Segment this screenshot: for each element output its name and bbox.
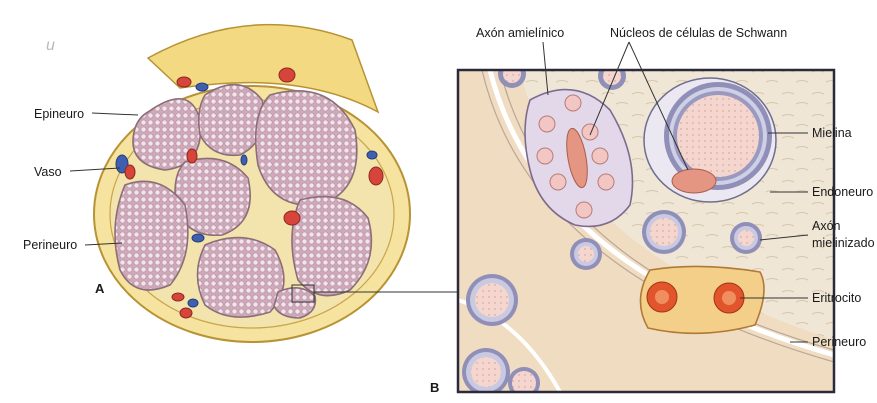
fascicle — [198, 238, 284, 318]
fascicle — [199, 85, 264, 156]
myelinated-axon — [466, 274, 518, 326]
vessel-vein — [367, 151, 377, 159]
vessel-artery — [369, 167, 383, 185]
myelinated-axon — [462, 348, 510, 396]
corner-pencil-mark: u — [46, 37, 55, 54]
myelinated-axon — [508, 367, 540, 399]
vessel-artery — [125, 165, 135, 179]
label-endoneuro: Endoneuro — [812, 185, 873, 199]
label-axon-mielinizado-2: mielinizado — [812, 236, 875, 250]
label-vaso: Vaso — [34, 165, 62, 179]
panel-letter-a: A — [95, 281, 105, 296]
label-perineuro-b: Perineuro — [812, 335, 866, 349]
myelinated-axon — [730, 222, 762, 254]
vessel-vein — [196, 83, 208, 91]
vessel-artery — [172, 293, 184, 301]
panel-b: Axón amielínico Núcleos de células de Sc… — [430, 26, 875, 399]
panel-a: Epineuro Vaso Perineuro A u — [23, 25, 410, 342]
label-epineuro: Epineuro — [34, 107, 84, 121]
label-eritrocito: Eritrocito — [812, 291, 861, 305]
label-axon-mielinizado-1: Axón — [812, 219, 841, 233]
fascicle — [115, 181, 188, 290]
panel-letter-b: B — [430, 380, 439, 395]
vessel-artery — [177, 77, 191, 87]
vessel-artery — [180, 308, 192, 318]
schwann-nucleus-myelinated — [672, 169, 716, 193]
label-nucleos-schwann: Núcleos de células de Schwann — [610, 26, 787, 40]
fascicle — [274, 288, 315, 318]
vessel-artery — [187, 149, 197, 163]
vessel-vein — [241, 155, 247, 165]
label-mielina: Mielina — [812, 126, 852, 140]
vessel-vein — [188, 299, 198, 307]
label-axon-amielinico: Axón amielínico — [476, 26, 564, 40]
vessel-vein — [192, 234, 204, 242]
vessel-artery — [284, 211, 300, 225]
myelinated-axon — [570, 238, 602, 270]
myelinated-axon — [642, 210, 686, 254]
myelinated-axon — [598, 62, 626, 90]
label-perineuro-a: Perineuro — [23, 238, 77, 252]
vessel-artery — [279, 68, 295, 82]
myelinated-axon — [498, 60, 526, 88]
myelinated-axon-large — [644, 78, 776, 202]
